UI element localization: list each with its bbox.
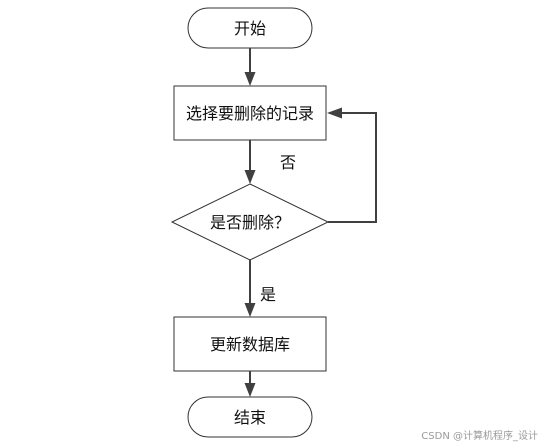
arrowhead-icon (244, 72, 256, 86)
update-database-node-label: 更新数据库 (210, 335, 290, 354)
arrowhead-icon (327, 107, 342, 119)
edge-decision-to-update (244, 260, 256, 317)
start-node: 开始 (187, 7, 313, 49)
edge-start-to-select (244, 48, 256, 86)
edge-decision-loop-back (327, 107, 377, 223)
arrowhead-icon (244, 303, 256, 317)
select-record-node: 选择要删除的记录 (173, 85, 327, 141)
end-node-shape (187, 396, 313, 438)
edge-update-to-end (244, 371, 256, 397)
arrowhead-icon (244, 170, 256, 184)
arrowhead-icon (244, 383, 256, 397)
update-database-node: 更新数据库 (173, 316, 327, 372)
decision-node: 是否删除？ (170, 183, 330, 261)
edge-decision-loop-back-line (328, 112, 377, 223)
end-node-label: 结束 (234, 408, 266, 427)
yes-branch-label: 是 (260, 285, 276, 304)
edge-select-to-decision (244, 140, 256, 184)
select-record-node-shape (173, 85, 327, 141)
end-node: 结束 (187, 396, 313, 438)
watermark-text: CSDN @计算机程序_设计 (421, 429, 538, 442)
start-node-label: 开始 (234, 19, 266, 38)
no-branch-label: 否 (280, 153, 296, 172)
decision-node-label: 是否删除？ (210, 213, 290, 232)
update-database-node-shape (173, 316, 327, 372)
select-record-node-label: 选择要删除的记录 (186, 104, 314, 123)
